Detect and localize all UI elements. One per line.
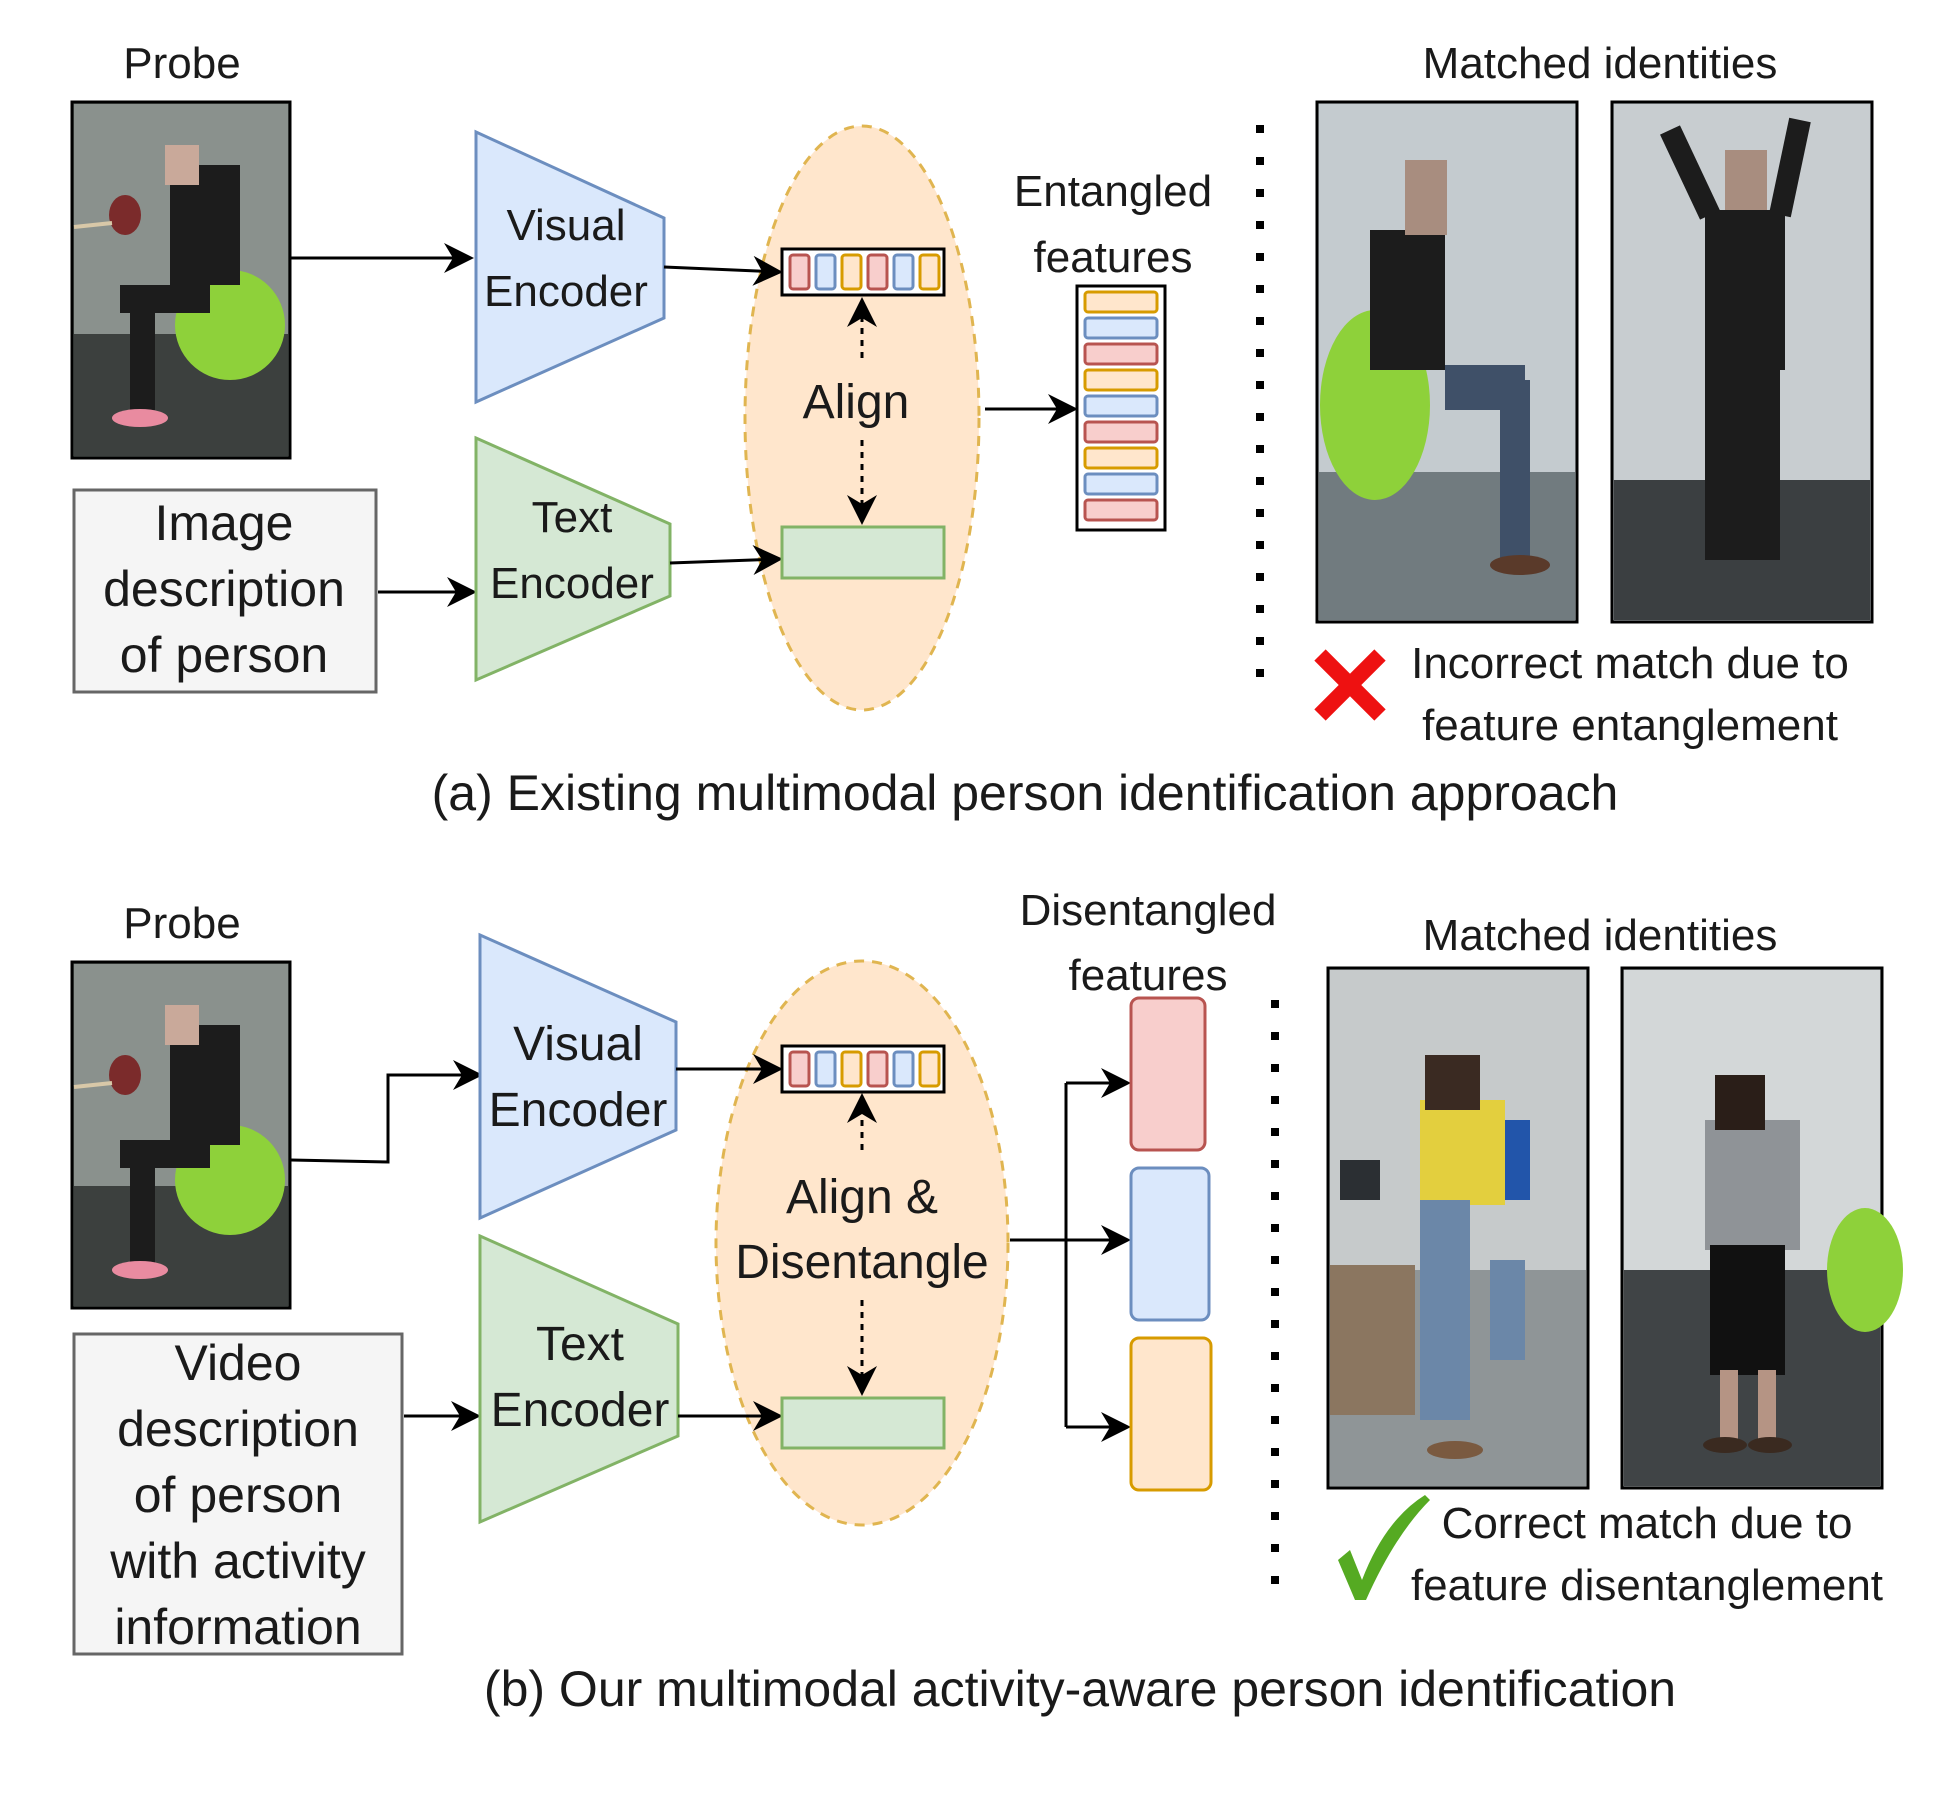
disentangled-feature-red [1129, 996, 1207, 1152]
text-encoder-label-2: Encoder [490, 559, 654, 608]
result-a-line-1: Incorrect match due to [1411, 639, 1849, 688]
visual-to-vector-arrow-a [663, 255, 783, 286]
visual-encoder-label-1: Visual [506, 201, 625, 250]
entangled-label-2: features [1034, 233, 1193, 282]
disentangled-label-2: features [1069, 951, 1228, 1000]
cross-icon [1314, 649, 1386, 721]
caption-a: (a) Existing multimodal person identific… [432, 765, 1619, 821]
probe-label-a: Probe [123, 39, 240, 88]
matched-label-b: Matched identities [1423, 911, 1778, 960]
checkmark-icon [1338, 1495, 1430, 1600]
entangled-feature-vector [1075, 284, 1167, 532]
description-b-line-1: Video [175, 1335, 302, 1391]
align-label-b-1: Align & [786, 1171, 938, 1224]
visual-feature-vector-a [780, 247, 946, 297]
disentangled-feature-blue [1129, 1166, 1211, 1322]
align-label-b-2: Disentangle [735, 1236, 989, 1289]
video-description-box: Video description of person with activit… [72, 1332, 404, 1656]
description-b-line-5: information [114, 1599, 361, 1655]
result-b-line-1: Correct match due to [1442, 1499, 1853, 1548]
caption-b: (b) Our multimodal activity-aware person… [484, 1661, 1676, 1717]
text-encoder-b-label-2: Encoder [491, 1384, 670, 1437]
description-line-2: description [103, 561, 345, 617]
visual-feature-vector-b [780, 1044, 946, 1094]
description-line-1: Image [155, 495, 294, 551]
image-description-box: Image description of person [72, 488, 378, 694]
description-line-3: of person [120, 627, 328, 683]
description-b-line-4: with activity [109, 1533, 366, 1589]
text-to-vector-arrow-a [669, 544, 783, 575]
matched-image-a-1 [1315, 100, 1579, 624]
disentangled-label-1: Disentangled [1020, 886, 1277, 935]
text-feature-b [780, 1396, 946, 1450]
text-encoder-b: Text Encoder [478, 1233, 680, 1525]
visual-encoder-b-label-2: Encoder [489, 1084, 668, 1137]
text-encoder-a: Text Encoder [474, 435, 672, 683]
text-encoder-label-1: Text [532, 493, 613, 542]
align-label-a: Align [803, 376, 910, 429]
result-a-line-2: feature entanglement [1422, 701, 1838, 750]
description-b-line-2: description [117, 1401, 359, 1457]
probe-image-b [70, 960, 292, 1310]
text-feature-a [780, 525, 946, 580]
visual-encoder-b: Visual Encoder [478, 932, 678, 1221]
matched-image-b-2 [1620, 966, 1903, 1490]
text-encoder-b-label-1: Text [536, 1318, 624, 1371]
panel-a: Probe Image description of person [70, 39, 1874, 821]
description-b-line-3: of person [134, 1467, 342, 1523]
matched-image-a-2 [1610, 100, 1874, 624]
probe-image-a [70, 100, 292, 460]
visual-encoder-a: Visual Encoder [474, 129, 666, 405]
visual-encoder-b-label-1: Visual [513, 1018, 643, 1071]
matched-label-a: Matched identities [1423, 39, 1778, 88]
matched-image-b-1 [1326, 966, 1590, 1490]
result-b-line-2: feature disentanglement [1411, 1561, 1883, 1610]
probe-label-b: Probe [123, 899, 240, 948]
entangled-label-1: Entangled [1014, 167, 1212, 216]
visual-encoder-label-2: Encoder [484, 267, 648, 316]
disentangled-feature-orange [1129, 1336, 1213, 1492]
align-ellipse-b [714, 959, 1010, 1527]
panel-b: Probe Video description of person with a… [70, 886, 1903, 1717]
probe-arrow-b [290, 1060, 483, 1164]
